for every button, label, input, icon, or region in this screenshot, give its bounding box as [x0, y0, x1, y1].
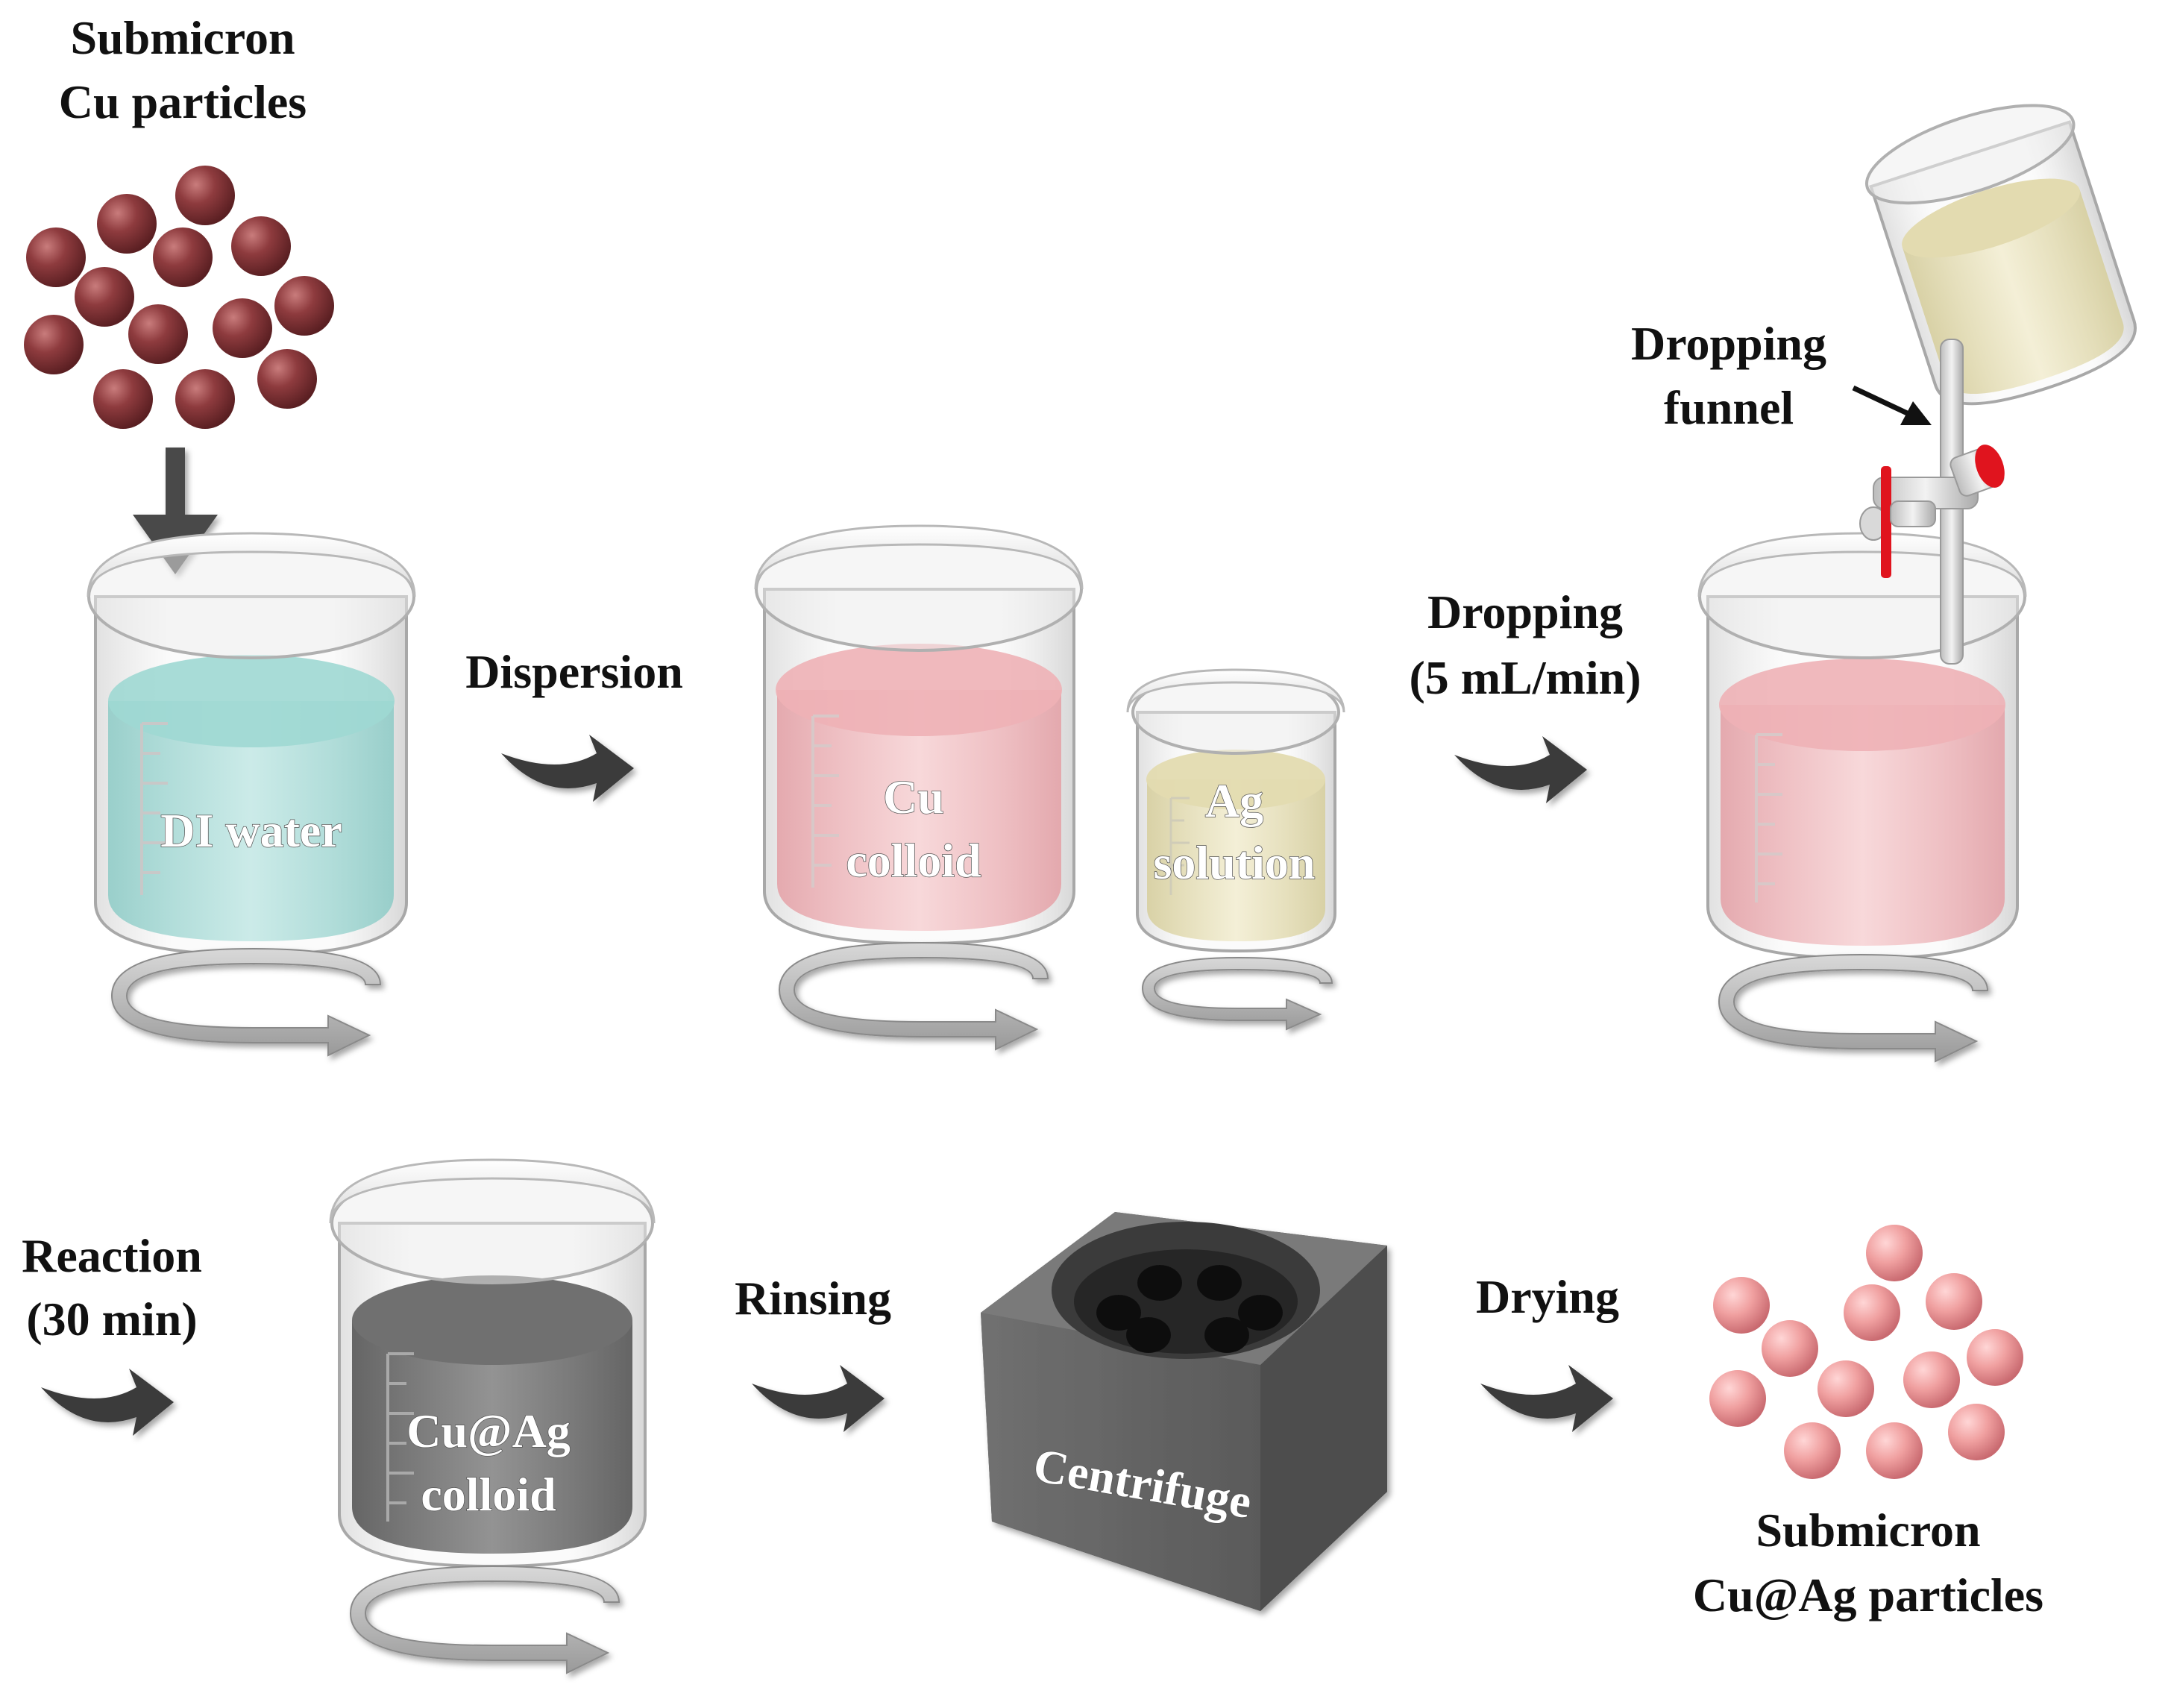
stirring-arrow-icon	[349, 1565, 620, 1674]
cuag-colloid-label-line2: colloid	[421, 1468, 556, 1521]
cu-particle	[257, 349, 317, 409]
cuag-particle	[1866, 1225, 1923, 1281]
curved-arrow-icon	[752, 1365, 885, 1432]
cu-particle	[97, 194, 157, 254]
cuag-particle	[1844, 1284, 1900, 1341]
cu-particle	[175, 369, 235, 429]
cuag-particle	[1948, 1404, 2005, 1460]
stopcock-cap-icon	[1975, 445, 2005, 488]
dropping-rate-label-line2: (5 mL/min)	[1409, 651, 1641, 704]
stirring-arrow-icon	[1141, 956, 1333, 1031]
dispersion-label: Dispersion	[465, 645, 683, 698]
mixed-colloid-liquid	[1721, 705, 2005, 946]
di-water-label: DI water	[160, 804, 342, 857]
drying-label: Drying	[1476, 1270, 1619, 1323]
cu-particle	[213, 298, 272, 358]
stirring-arrow-icon	[778, 941, 1049, 1051]
curved-arrow-icon	[1454, 736, 1587, 803]
cu-colloid-label-line1: Cu	[883, 770, 944, 823]
stirring-arrow-icon	[110, 947, 382, 1057]
stopcock-handle-icon	[1881, 466, 1891, 578]
curved-arrow-icon	[41, 1369, 174, 1436]
beaker-di-water	[87, 532, 416, 957]
cuag-particles-cluster	[1709, 1225, 2023, 1479]
di-water-liquid	[108, 701, 394, 941]
reaction-label-line1: Reaction	[22, 1229, 202, 1282]
ag-solution-label-line1: Ag	[1205, 774, 1263, 827]
curved-arrow-icon	[1480, 1365, 1613, 1432]
centrifuge-tube-icon	[1096, 1265, 1283, 1353]
beaker-cu-colloid	[754, 524, 1084, 946]
cuag-particle	[1784, 1422, 1841, 1479]
centrifuge	[981, 1212, 1387, 1611]
reaction-label-line2: (30 min)	[26, 1293, 197, 1346]
cuag-particle	[1903, 1351, 1960, 1408]
cu-particle	[231, 216, 291, 276]
cuag-particle	[1762, 1320, 1818, 1377]
ag-solution-liquid	[1147, 779, 1325, 941]
cu-particle	[24, 315, 84, 374]
cuag-particle	[1967, 1329, 2023, 1386]
cu-colloid-label-line2: colloid	[846, 834, 981, 887]
cuag-colloid-label-line1: Cu@Ag	[406, 1404, 571, 1457]
cuag-particles-label-line2: Cu@Ag particles	[1693, 1569, 2043, 1621]
cu-particle	[274, 276, 334, 336]
dropping-funnel	[1859, 104, 2137, 665]
cuag-particle	[1926, 1273, 1982, 1330]
cu-particle	[153, 227, 213, 287]
cu-colloid-liquid	[777, 690, 1061, 931]
rinsing-label: Rinsing	[735, 1272, 891, 1325]
cu-particle	[93, 369, 153, 429]
cu-particle	[128, 304, 188, 364]
dropping-funnel-label-line2: funnel	[1664, 381, 1794, 434]
cuag-colloid-liquid	[352, 1320, 632, 1554]
beaker-cuag-colloid	[329, 1158, 656, 1569]
cuag-particles-label-line1: Submicron	[1756, 1504, 1980, 1557]
curved-arrow-icon	[501, 735, 634, 802]
ag-solution-label-line2: solution	[1154, 836, 1316, 889]
stirring-arrow-icon	[1718, 953, 1989, 1063]
dropping-funnel-label-line1: Dropping	[1631, 317, 1826, 370]
cu-particles-cluster	[24, 166, 334, 429]
beaker-ag-solution	[1126, 668, 1345, 953]
cuag-particle	[1866, 1422, 1923, 1479]
cu-particle	[26, 227, 86, 287]
pointer-arrow-icon	[1852, 385, 1932, 425]
cuag-particle	[1709, 1370, 1766, 1427]
cu-particle	[175, 166, 235, 225]
cu-particles-label-line2: Cu particles	[59, 75, 307, 128]
cuag-particle	[1713, 1277, 1770, 1334]
beaker-reaction-setup	[1697, 532, 2027, 961]
cu-particle	[75, 267, 134, 327]
dropping-rate-label-line1: Dropping	[1427, 585, 1623, 638]
cu-particles-label-line1: Submicron	[70, 11, 295, 64]
cuag-particle	[1817, 1360, 1874, 1417]
